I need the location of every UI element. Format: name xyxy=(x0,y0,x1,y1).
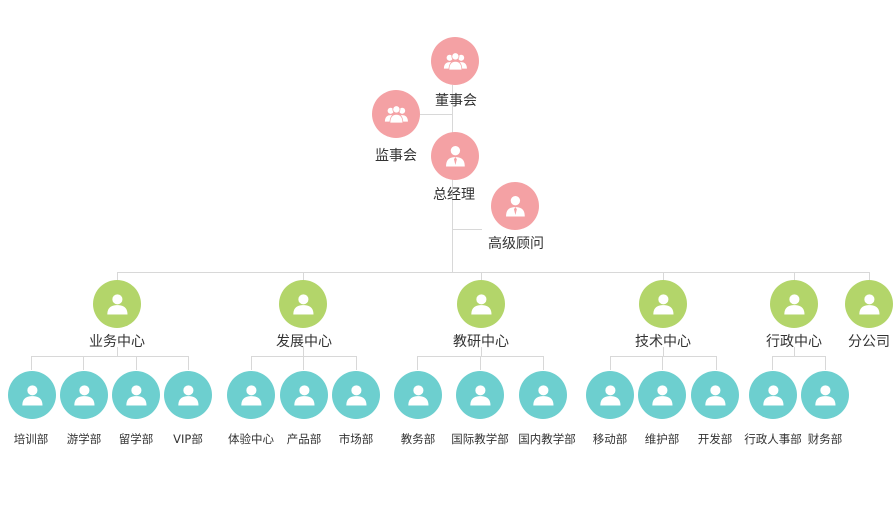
dept-drop xyxy=(251,356,252,370)
department-label: 行政人事部 xyxy=(744,432,802,446)
department-label: 教务部 xyxy=(400,432,436,446)
dept-drop xyxy=(31,356,32,370)
department-label: 国际教学部 xyxy=(451,432,509,446)
department-label: 维护部 xyxy=(644,432,680,446)
person-icon xyxy=(519,371,567,419)
person-tie-icon xyxy=(431,132,479,180)
dept-drop xyxy=(136,356,137,370)
center-drop xyxy=(481,272,482,282)
dept-drop xyxy=(543,356,544,370)
dept-bus-line xyxy=(772,356,825,357)
person-icon xyxy=(638,371,686,419)
person-icon xyxy=(280,371,328,419)
center-bus-line xyxy=(117,272,869,273)
person-icon xyxy=(112,371,160,419)
center-to-bus xyxy=(794,347,795,356)
center-drop xyxy=(303,272,304,282)
dept-bus-line xyxy=(31,356,189,357)
department-label: 产品部 xyxy=(286,432,322,446)
person-icon xyxy=(60,371,108,419)
supervisors-label: 监事会 xyxy=(375,148,417,164)
person-icon xyxy=(164,371,212,419)
person-tie-icon xyxy=(491,182,539,230)
supervisors-connector xyxy=(420,114,453,115)
center-label: 业务中心 xyxy=(89,334,145,350)
dept-drop xyxy=(662,356,663,370)
center-drop xyxy=(794,272,795,282)
dept-drop xyxy=(480,356,481,370)
board-label: 董事会 xyxy=(435,93,477,109)
person-icon xyxy=(394,371,442,419)
person-icon xyxy=(227,371,275,419)
dept-drop xyxy=(83,356,84,370)
department-label: VIP部 xyxy=(173,432,203,446)
center-label: 行政中心 xyxy=(766,334,822,350)
person-icon xyxy=(749,371,797,419)
advisor-connector xyxy=(452,229,482,230)
department-label: 移动部 xyxy=(592,432,628,446)
person-icon xyxy=(801,371,849,419)
group-icon xyxy=(431,37,479,85)
department-label: 体验中心 xyxy=(228,432,274,446)
dept-drop xyxy=(772,356,773,370)
person-icon xyxy=(279,280,327,328)
center-to-bus xyxy=(663,347,664,356)
department-label: 开发部 xyxy=(697,432,733,446)
dept-bus-line xyxy=(610,356,716,357)
person-icon xyxy=(457,280,505,328)
dept-drop xyxy=(610,356,611,370)
center-drop xyxy=(117,272,118,282)
person-icon xyxy=(332,371,380,419)
dept-drop xyxy=(356,356,357,370)
center-label: 分公司 xyxy=(848,334,890,350)
department-label: 财务部 xyxy=(807,432,843,446)
department-label: 游学部 xyxy=(66,432,102,446)
person-icon xyxy=(691,371,739,419)
dept-drop xyxy=(303,356,304,370)
center-to-bus xyxy=(117,347,118,356)
dept-drop xyxy=(825,356,826,370)
dept-drop xyxy=(188,356,189,370)
department-label: 市场部 xyxy=(338,432,374,446)
department-label: 留学部 xyxy=(118,432,154,446)
dept-drop xyxy=(417,356,418,370)
center-label: 教研中心 xyxy=(453,334,509,350)
department-label: 培训部 xyxy=(13,432,49,446)
person-icon xyxy=(586,371,634,419)
person-icon xyxy=(8,371,56,419)
dept-drop xyxy=(716,356,717,370)
person-icon xyxy=(93,280,141,328)
department-label: 国内教学部 xyxy=(518,432,576,446)
advisor-label: 高级顾问 xyxy=(488,236,544,252)
center-drop xyxy=(663,272,664,282)
gm-label: 总经理 xyxy=(433,187,475,203)
center-label: 技术中心 xyxy=(635,334,691,350)
center-label: 发展中心 xyxy=(276,334,332,350)
person-icon xyxy=(639,280,687,328)
person-icon xyxy=(845,280,893,328)
center-to-bus xyxy=(303,347,304,356)
group-icon xyxy=(372,90,420,138)
center-drop xyxy=(869,272,870,282)
person-icon xyxy=(770,280,818,328)
person-icon xyxy=(456,371,504,419)
center-to-bus xyxy=(481,347,482,356)
